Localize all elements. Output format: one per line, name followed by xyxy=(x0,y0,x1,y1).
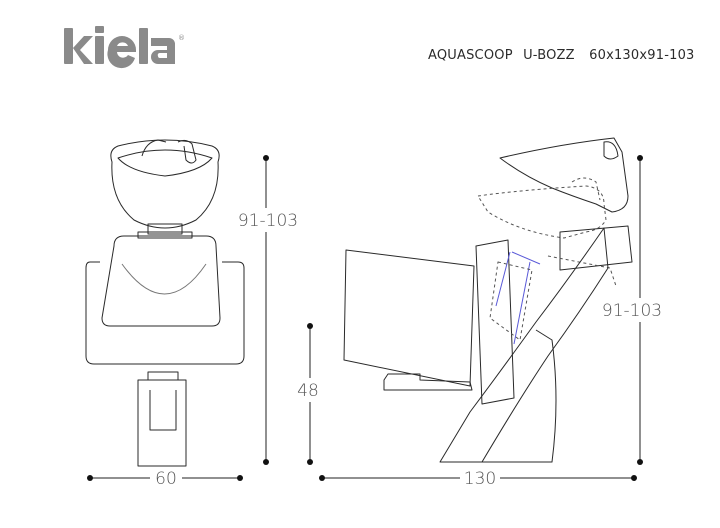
product-name: AQUASCOOP xyxy=(428,48,513,63)
front-backrest xyxy=(101,235,221,327)
side-basin-lip xyxy=(603,141,619,160)
side-base-arm xyxy=(439,227,609,463)
side-column xyxy=(475,239,515,405)
side-basin-lower-dashed xyxy=(477,185,607,239)
product-dimensions: 60x130x91-103 xyxy=(589,48,695,63)
side-backrest xyxy=(343,249,475,387)
front-basin xyxy=(110,139,220,229)
front-pedestal xyxy=(137,379,187,467)
front-backrest-curve xyxy=(121,263,207,295)
side-faucet-dashed xyxy=(571,177,601,201)
side-view xyxy=(343,137,633,463)
side-depth-label: 130 xyxy=(464,469,496,489)
brand-logo: ® xyxy=(62,22,187,72)
front-neck-plate xyxy=(137,231,193,239)
side-basin-upper xyxy=(499,137,629,213)
seat-height-label: 48 xyxy=(297,381,319,401)
front-view xyxy=(85,139,245,467)
kiela-logo-icon: ® xyxy=(64,26,185,69)
front-basin-rim xyxy=(117,149,213,177)
front-neck xyxy=(147,223,183,235)
front-height-label: 91-103 xyxy=(238,211,298,231)
side-accent-blue xyxy=(495,251,541,345)
front-width-label: 60 xyxy=(155,469,177,489)
product-model: U-BOZZ xyxy=(523,48,575,63)
front-pedestal-top xyxy=(147,371,179,381)
front-armrest-frame xyxy=(85,261,245,365)
side-height-label: 91-103 xyxy=(602,301,662,321)
side-seat-foot xyxy=(383,373,473,391)
product-title: AQUASCOOP U-BOZZ 60x130x91-103 xyxy=(428,48,695,63)
side-basin-support xyxy=(559,225,633,271)
front-pedestal-inner xyxy=(149,390,177,431)
dimension-endpoints xyxy=(87,155,643,481)
front-faucet xyxy=(141,139,197,164)
side-recline-dashed xyxy=(489,261,533,341)
registered-mark: ® xyxy=(178,34,185,42)
side-base-leg xyxy=(482,329,557,463)
